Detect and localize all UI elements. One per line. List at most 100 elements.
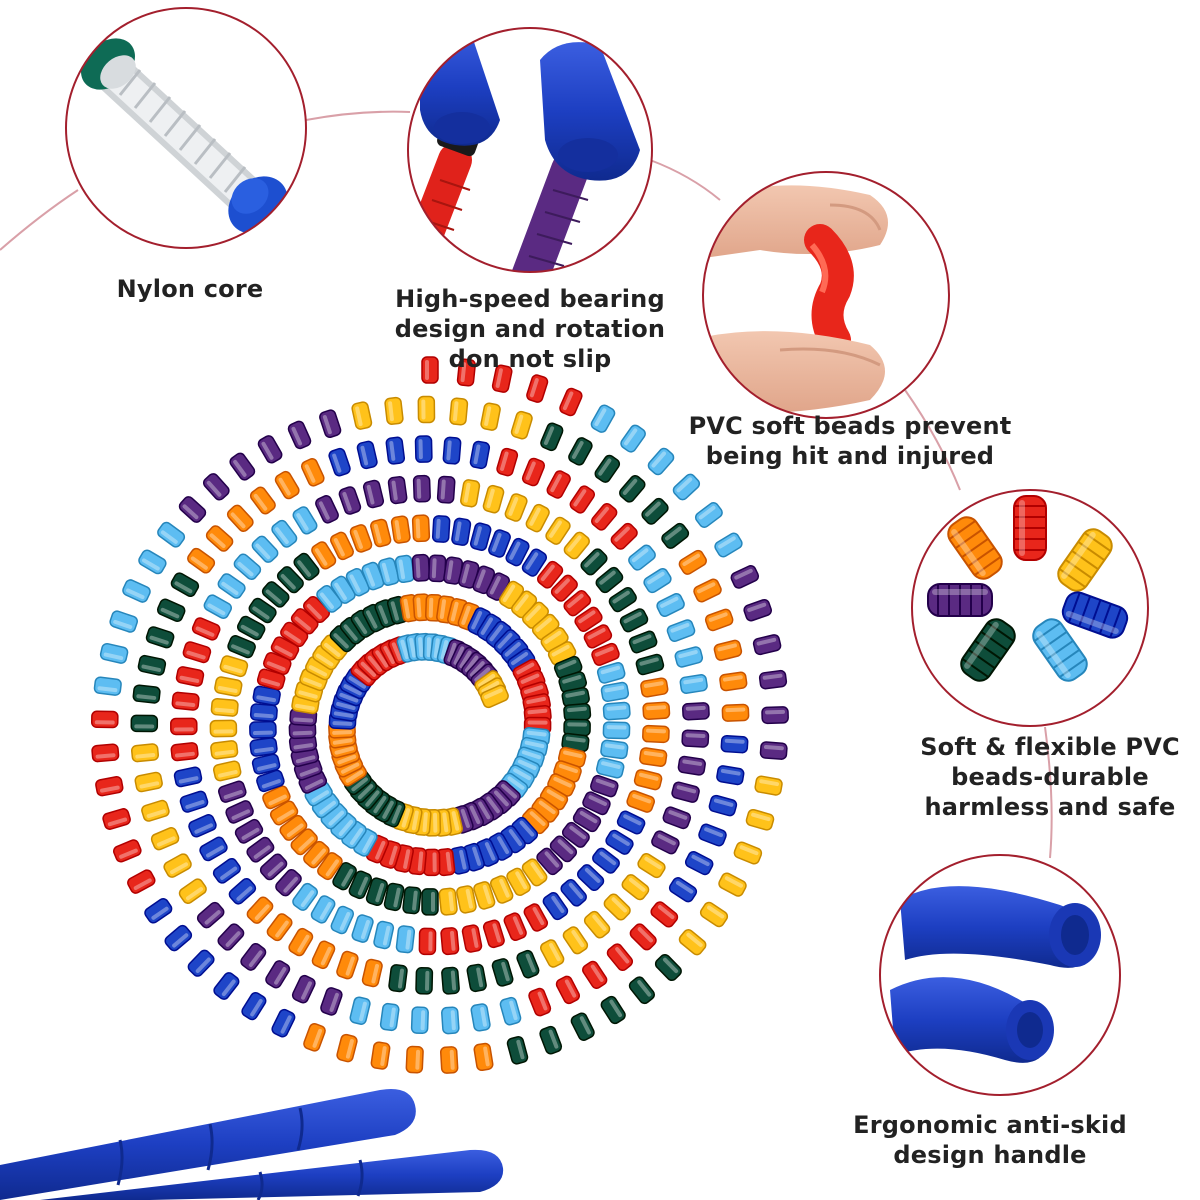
rope-bead <box>485 620 512 649</box>
rope-bead <box>647 447 675 476</box>
loose-bead <box>947 516 1003 580</box>
rope-bead <box>569 485 596 514</box>
rope-bead <box>555 975 581 1005</box>
rope-bead <box>217 573 246 599</box>
rope-bead <box>606 943 634 972</box>
rope-bead <box>752 634 782 656</box>
rope-bead <box>482 484 505 514</box>
rope-bead <box>188 814 217 838</box>
rope-bead <box>671 781 700 803</box>
nylon-rope-image <box>95 55 265 215</box>
loose-beads-group <box>927 495 1129 682</box>
rope-bead <box>137 654 167 676</box>
rope-bead <box>443 556 463 585</box>
rope-bead <box>582 960 608 989</box>
rope-bead <box>93 676 122 696</box>
rope-bead <box>521 548 547 577</box>
lower-finger-image <box>703 331 885 414</box>
rope-bead <box>506 1036 529 1065</box>
rope-bead <box>246 896 274 924</box>
rope-bead <box>202 473 230 501</box>
rope-bead <box>246 836 275 863</box>
rope-bead <box>470 1003 491 1032</box>
rope-bead <box>595 757 625 779</box>
flexible-beads-label-line-1: Soft & flexible PVC <box>920 733 1180 761</box>
rope-bead <box>540 422 564 452</box>
rope-bead <box>99 642 129 664</box>
rope-bead <box>449 397 469 426</box>
rope-bead <box>591 502 618 531</box>
rope-bead <box>570 1012 595 1041</box>
rope-bead <box>574 606 603 632</box>
rope-bead <box>164 924 193 952</box>
rope-bead <box>628 544 656 571</box>
rope-bead <box>421 356 439 384</box>
rope-bead <box>178 878 207 904</box>
rope-bead <box>572 807 602 833</box>
rope-bead <box>328 447 351 477</box>
rope-bead <box>758 669 788 690</box>
rope-bead <box>422 848 441 877</box>
rope-bead <box>456 358 476 387</box>
rope-bead <box>90 710 119 729</box>
rope-bead <box>256 769 285 793</box>
rope-bead <box>141 799 170 822</box>
rope-bead <box>339 616 367 645</box>
handle-label: Ergonomic anti-skid design handle <box>840 1110 1140 1170</box>
rope-bead <box>542 892 569 921</box>
rope-bead <box>203 594 232 619</box>
rope-bead <box>635 653 665 676</box>
rope-bead <box>390 515 411 544</box>
rope-bead <box>704 608 734 632</box>
rope-bead <box>227 635 256 659</box>
rope-bead <box>547 641 577 666</box>
rope-bead <box>320 987 343 1016</box>
rope-bead <box>640 677 669 698</box>
rope-bead <box>608 586 637 613</box>
rope-bead <box>506 867 531 896</box>
rope-bead <box>540 939 565 968</box>
rope-bead <box>682 702 710 721</box>
rope-bead <box>269 800 299 826</box>
rope-bead <box>293 552 320 581</box>
rope-bead <box>228 877 257 905</box>
rope-bead <box>642 724 670 744</box>
rope-bead <box>257 435 283 464</box>
rope-bead <box>537 560 564 589</box>
rope-bead <box>261 581 290 608</box>
rope-bead <box>217 923 245 951</box>
rope-bead <box>743 598 772 622</box>
rope-bead <box>270 636 300 661</box>
rope-bead <box>500 772 529 799</box>
rope-bead <box>499 996 522 1026</box>
rope-bead <box>414 435 433 463</box>
rope-bead <box>415 966 434 995</box>
rope-bead <box>489 875 514 904</box>
rope-bead <box>145 626 175 649</box>
rope-bead <box>461 924 483 953</box>
rope-bead <box>249 703 278 722</box>
rope-bead <box>480 684 509 709</box>
rope-bead <box>754 775 783 796</box>
rope-bead <box>596 662 626 684</box>
rope-bead <box>466 963 487 993</box>
rope-bead <box>170 717 198 736</box>
rope-bead <box>491 364 513 393</box>
rope-bead <box>678 549 707 575</box>
rope-bead <box>594 454 621 483</box>
handle-label-line-1: Ergonomic anti-skid <box>853 1111 1127 1139</box>
rope-bead <box>759 741 788 760</box>
rope-bead <box>266 913 293 942</box>
rope-bead <box>681 729 710 748</box>
rope-bead <box>510 410 533 440</box>
rope-bead <box>251 535 279 563</box>
rope-bead <box>421 888 439 916</box>
rope-bead <box>488 529 511 558</box>
rope-bead <box>315 495 339 524</box>
rope-bead <box>178 496 207 523</box>
rope-bead <box>539 1025 563 1055</box>
rope-bead <box>528 987 552 1017</box>
rope-bead <box>212 857 241 884</box>
rope-bead <box>469 440 491 470</box>
rope-bead <box>602 701 631 721</box>
